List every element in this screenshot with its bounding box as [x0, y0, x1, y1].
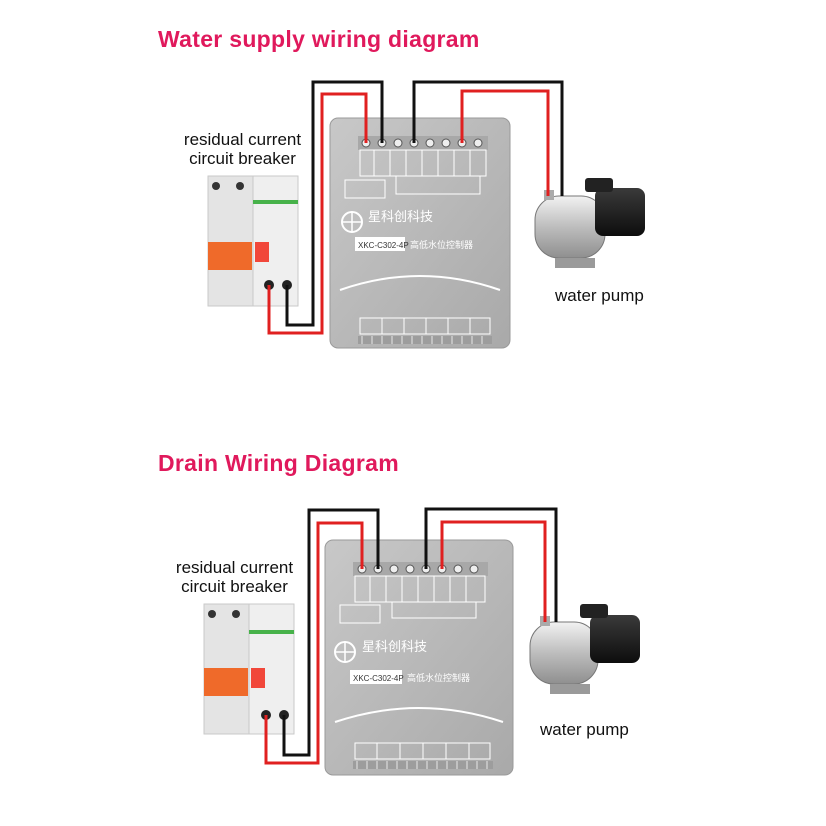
- wire-red: [460, 89, 550, 196]
- controller-brand-text: 星科创科技: [362, 640, 427, 655]
- wire-red: [440, 520, 547, 622]
- section-water-supply: 星科创科技 XKC-C302-4P 高低水位控制器: [207, 80, 645, 349]
- wire-red: [264, 521, 364, 765]
- wire-red: [267, 92, 368, 335]
- breaker-label: residual current circuit breaker: [170, 130, 315, 168]
- level-controller: 星科创科技 XKC-C302-4P 高低水位控制器: [329, 117, 511, 349]
- breaker-label: residual current circuit breaker: [162, 558, 307, 596]
- bottom-terminal-block: [353, 742, 493, 769]
- section-title-water-supply: Water supply wiring diagram: [158, 26, 480, 52]
- breaker-label-line2: circuit breaker: [181, 577, 288, 596]
- controller-name-text: 高低水位控制器: [410, 239, 473, 251]
- section-drain: 星科创科技 XKC-C302-4P 高低水位控制器: [203, 507, 640, 776]
- controller-name-text: 高低水位控制器: [407, 672, 470, 684]
- level-controller: 星科创科技 XKC-C302-4P 高低水位控制器: [324, 539, 514, 776]
- breaker-label-line1: residual current: [183, 130, 302, 149]
- residual-current-breaker: [207, 175, 299, 307]
- section-title-drain: Drain Wiring Diagram: [158, 450, 399, 476]
- controller-model-text: XKC-C302-4P: [358, 241, 409, 250]
- controller-logo: [341, 211, 363, 233]
- pump-label: water pump: [555, 286, 644, 305]
- pump-label: water pump: [540, 720, 629, 739]
- breaker-label-line1: residual current: [175, 558, 294, 577]
- breaker-label-line2: circuit breaker: [189, 149, 296, 168]
- top-terminal-block: [339, 562, 488, 624]
- water-pump: [534, 178, 645, 268]
- wire-black: [412, 80, 564, 196]
- wires: [267, 80, 564, 335]
- breaker-handle: [208, 242, 252, 270]
- controller-brand-text: 星科创科技: [368, 210, 433, 225]
- wires: [264, 507, 558, 765]
- residual-current-breaker: [203, 603, 295, 735]
- breaker-handle: [204, 668, 248, 696]
- wire-black: [285, 80, 384, 327]
- controller-logo: [334, 641, 356, 663]
- wire-black: [424, 507, 558, 622]
- bottom-terminal-block: [358, 317, 492, 344]
- top-terminal-block: [344, 136, 488, 199]
- wire-black: [282, 508, 380, 757]
- controller-model-text: XKC-C302-4P: [353, 674, 404, 683]
